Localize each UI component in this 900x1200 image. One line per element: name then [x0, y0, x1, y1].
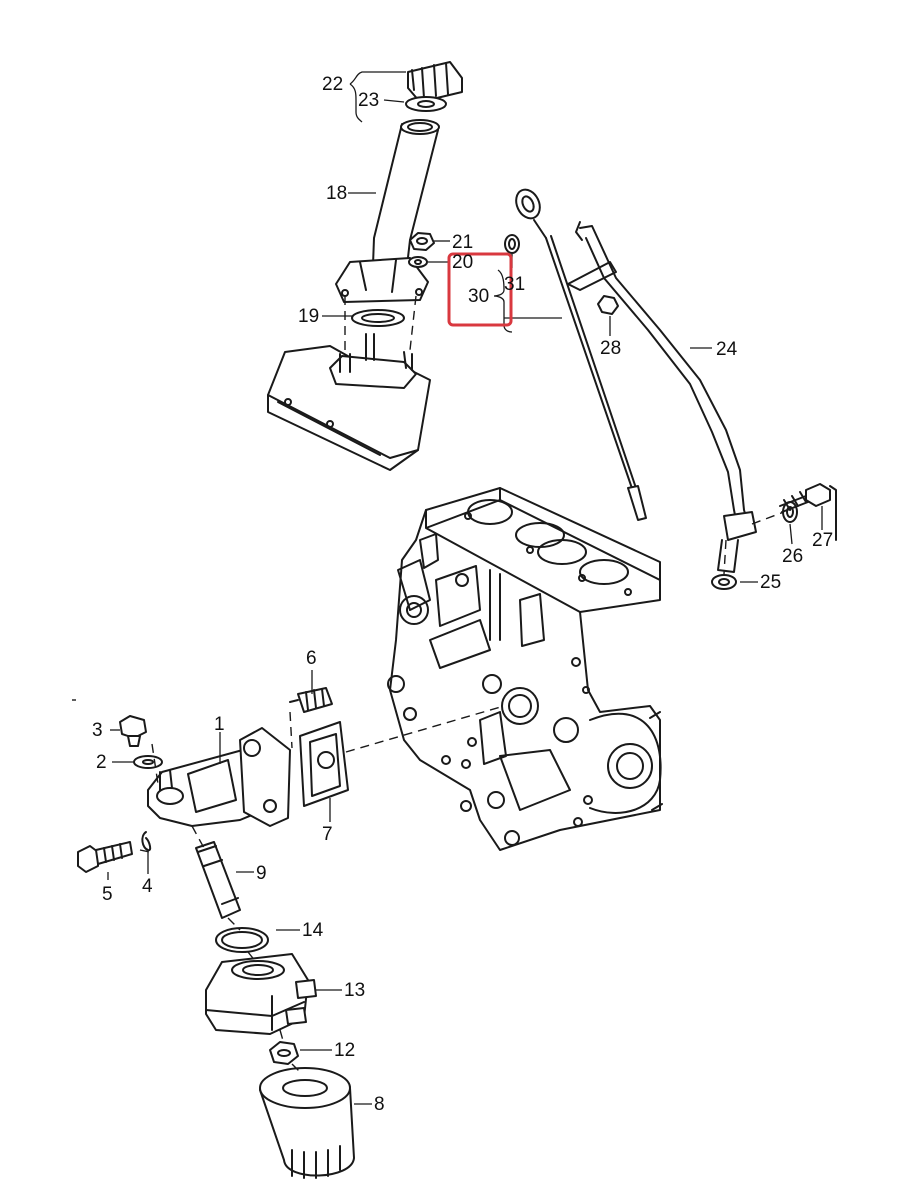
oil-cooler-13 [205, 953, 317, 1035]
callout-8: 8 [374, 1094, 385, 1115]
callout-5: 5 [102, 884, 113, 905]
seal-14 [215, 927, 269, 953]
callout-30: 30 [468, 286, 489, 307]
callout-9: 9 [256, 863, 267, 884]
engine-block [387, 487, 663, 851]
callout-31: 31 [504, 274, 525, 295]
washer-20 [408, 256, 428, 268]
callout-7: 7 [322, 824, 333, 845]
nut-21 [409, 232, 435, 251]
pressure-switch-6 [289, 687, 333, 713]
callout-28: 28 [600, 338, 621, 359]
pipe-9 [195, 841, 241, 919]
filter-bracket [147, 727, 291, 827]
callout-23: 23 [358, 90, 379, 111]
filler-neck [335, 119, 440, 303]
valve-cover-section [267, 333, 431, 471]
callout-19: 19 [298, 306, 319, 327]
callout-2: 2 [96, 752, 107, 773]
dipstick [515, 188, 647, 521]
nut-28 [597, 295, 619, 315]
oil-filter-8 [259, 1067, 355, 1179]
filler-cap [407, 61, 463, 103]
seal-2 [133, 755, 163, 769]
callout-18: 18 [326, 183, 347, 204]
bolt-27 [779, 483, 837, 541]
nut-12 [269, 1041, 299, 1065]
callout-4: 4 [142, 876, 153, 897]
callout-13: 13 [344, 980, 365, 1001]
highlight-box [447, 252, 513, 327]
callout-27: 27 [812, 530, 833, 551]
callout-3: 3 [92, 720, 103, 741]
dipstick-seal-31 [504, 234, 520, 254]
leader-lines [107, 71, 823, 1105]
callout-labels: 22 23 18 21 20 19 31 30 28 24 26 27 25 6… [92, 74, 833, 1115]
guide-tube [567, 221, 757, 573]
callout-25: 25 [760, 572, 781, 593]
callout-1: 1 [214, 714, 225, 735]
callout-12: 12 [334, 1040, 355, 1061]
gasket-19 [351, 309, 405, 327]
callout-24: 24 [716, 339, 738, 360]
plug-3 [119, 715, 147, 747]
cap-seal [405, 96, 447, 112]
callout-21: 21 [452, 232, 473, 253]
bolt-5 [77, 841, 133, 873]
callout-14: 14 [302, 920, 324, 941]
gasket-7 [299, 721, 349, 807]
washer-25 [711, 574, 737, 590]
callout-20: 20 [452, 252, 473, 273]
callout-6: 6 [306, 648, 317, 669]
seal-4 [141, 831, 152, 852]
callout-22: 22 [322, 74, 343, 95]
callout-26: 26 [782, 546, 803, 567]
